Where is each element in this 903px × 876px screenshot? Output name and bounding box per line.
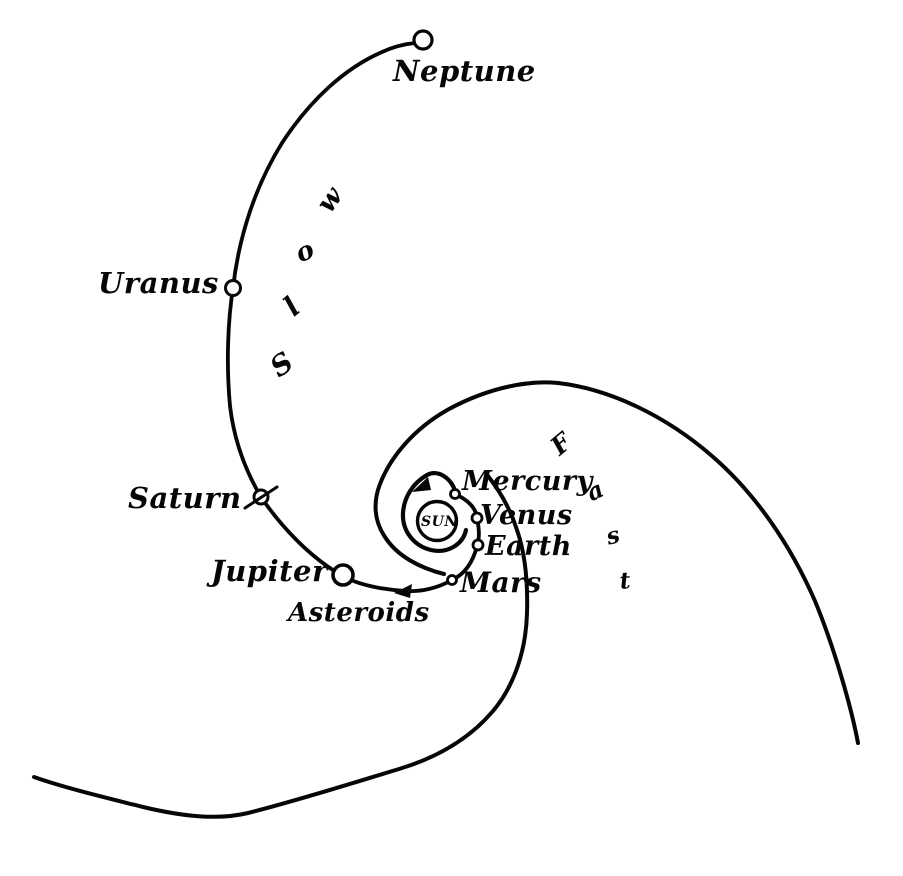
label-earth: Earth <box>485 531 572 562</box>
fast-letter-4: t <box>618 567 632 595</box>
uranus-marker <box>224 279 242 297</box>
jupiter-marker <box>331 563 355 587</box>
label-uranus: Uranus <box>98 266 219 300</box>
outer-arm-bottom-path <box>32 474 530 819</box>
label-jupiter: Jupiter <box>211 554 328 588</box>
label-mars: Mars <box>460 566 542 599</box>
label-neptune: Neptune <box>393 54 536 88</box>
saturn-ring-slash <box>243 485 279 510</box>
outer-arm-fast-path <box>373 380 860 745</box>
neptune-marker <box>412 29 434 51</box>
earth-marker <box>471 538 485 552</box>
asteroids-marker-icon <box>394 584 412 598</box>
venus-marker <box>470 511 484 525</box>
label-asteroids: Asteroids <box>288 598 430 628</box>
label-saturn: Saturn <box>128 481 242 515</box>
sun-ring <box>415 499 459 543</box>
inner-direction-arrow-icon <box>412 477 431 492</box>
label-mercury: Mercury <box>462 466 593 497</box>
mars-marker <box>446 574 458 586</box>
label-sun: SUN <box>421 514 458 530</box>
mercury-marker <box>449 488 461 500</box>
inner-coil-path <box>400 471 469 553</box>
label-venus: Venus <box>480 500 573 531</box>
